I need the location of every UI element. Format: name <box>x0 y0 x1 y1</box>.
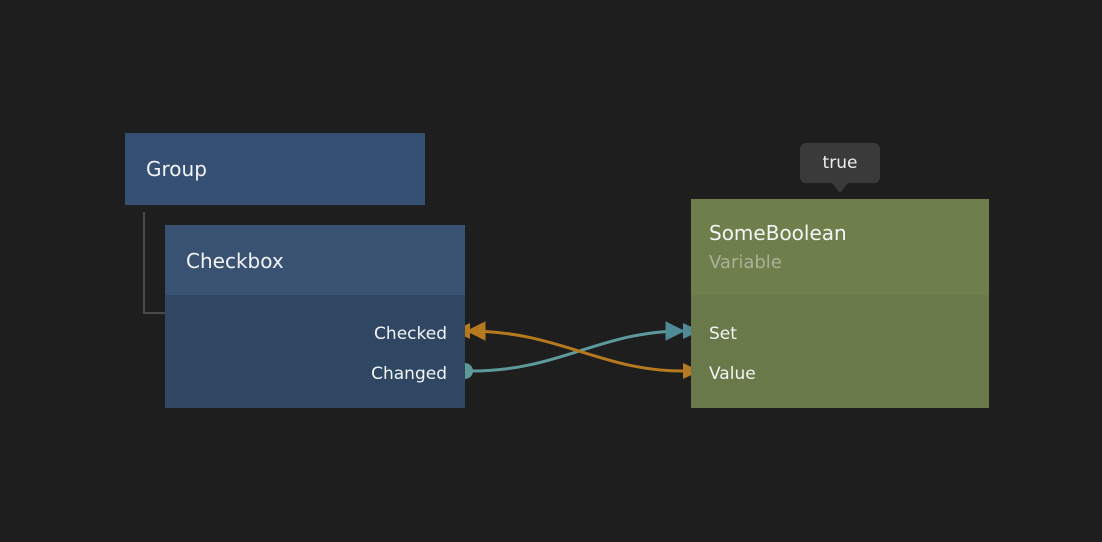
port-label-checked[interactable]: Checked <box>374 324 447 344</box>
group-child-connector <box>143 212 167 314</box>
node-checkbox[interactable]: Checkbox Checked Changed <box>165 225 465 408</box>
node-variable-subtitle: Variable <box>709 252 782 273</box>
port-label-value[interactable]: Value <box>709 364 756 384</box>
node-checkbox-body: Checked Changed <box>165 295 465 408</box>
node-checkbox-header[interactable]: Checkbox <box>165 225 465 295</box>
node-variable-header[interactable]: SomeBoolean Variable <box>691 199 989 295</box>
port-label-set[interactable]: Set <box>709 324 737 344</box>
node-group[interactable]: Group <box>125 133 425 205</box>
value-tooltip: true <box>800 143 880 193</box>
value-tooltip-text: true <box>822 153 858 173</box>
edge-changed-to-set <box>471 321 685 373</box>
port-label-changed[interactable]: Changed <box>371 364 447 384</box>
tooltip-tail-icon <box>831 182 849 193</box>
node-variable-title: SomeBoolean <box>709 221 847 245</box>
edge-value-to-checked <box>466 321 684 373</box>
node-variable-body: Set Value <box>691 295 989 408</box>
node-variable[interactable]: SomeBoolean Variable Set Value <box>691 199 989 408</box>
node-checkbox-title: Checkbox <box>186 249 284 273</box>
node-group-title: Group <box>146 157 207 181</box>
